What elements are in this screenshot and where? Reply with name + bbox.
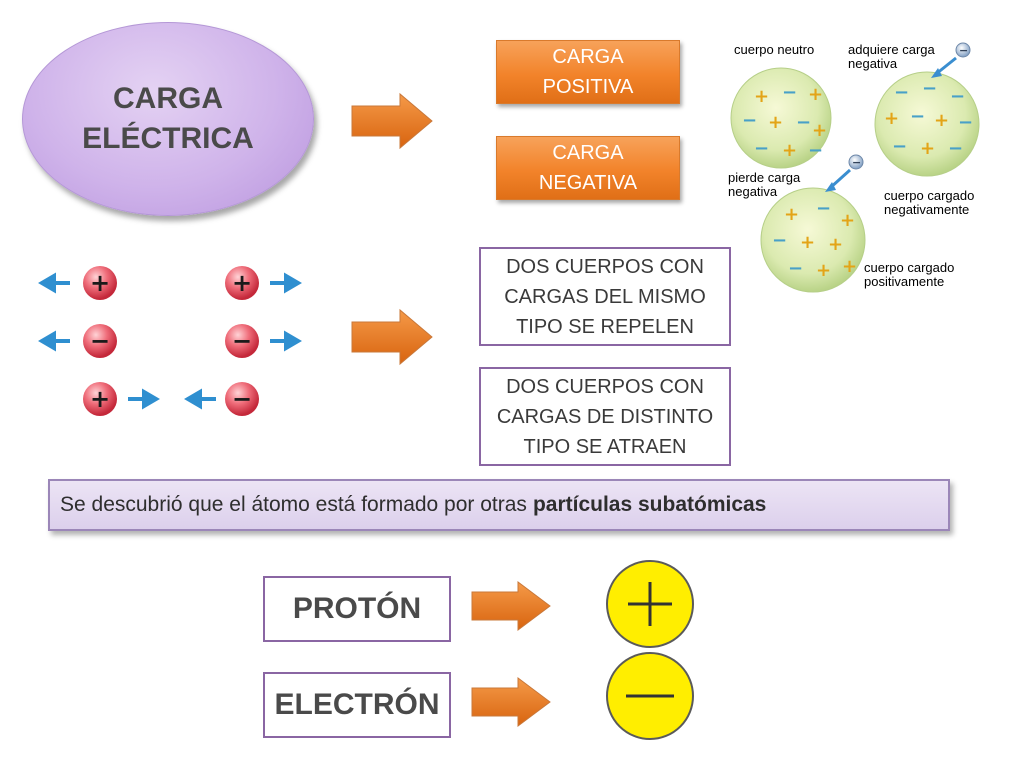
svg-text:−: − xyxy=(959,44,968,57)
banner-bold-text: partículas subatómicas xyxy=(532,493,767,516)
charge-sign: − xyxy=(90,327,110,355)
charge-sign: + xyxy=(90,385,110,413)
svg-text:−: − xyxy=(958,112,973,133)
svg-text:+: + xyxy=(784,204,799,225)
label-loses-1: pierde carga xyxy=(728,170,801,185)
svg-text:−: − xyxy=(772,230,787,251)
svg-text:−: − xyxy=(754,138,769,159)
svg-text:−: − xyxy=(808,140,823,161)
label-gains-2: negativa xyxy=(848,56,898,71)
arrow-icon xyxy=(351,308,433,366)
svg-text:−: − xyxy=(922,78,937,99)
minus-icon xyxy=(606,652,694,740)
subatomic-banner: Se descubrió que el átomo está formado p… xyxy=(48,479,950,531)
svg-text:−: − xyxy=(950,86,965,107)
svg-text:−: − xyxy=(910,106,925,127)
banner-text: Se descubrió que el átomo está formado p… xyxy=(60,493,527,516)
electron-box: ELECTRÓN xyxy=(263,672,451,738)
svg-text:+: + xyxy=(840,210,855,231)
charge-sign: − xyxy=(232,385,252,413)
positive-charge-box: CARGA POSITIVA xyxy=(496,40,680,104)
charged-bodies-diagram: + − + − + − + − + − − − − + − + − − + − … xyxy=(728,42,980,293)
attract-rule-box: DOS CUERPOS CON CARGAS DE DISTINTO TIPO … xyxy=(479,367,731,466)
svg-text:+: + xyxy=(842,256,857,277)
svg-text:+: + xyxy=(754,86,769,107)
proton-label: PROTÓN xyxy=(292,592,422,625)
svg-text:+: + xyxy=(782,140,797,161)
electron-icon xyxy=(955,42,971,58)
charge-sign: − xyxy=(232,327,252,355)
arrow-icon xyxy=(351,92,433,150)
arrow-icon xyxy=(471,581,551,631)
svg-text:−: − xyxy=(742,110,757,131)
svg-text:−: − xyxy=(892,136,907,157)
svg-text:+: + xyxy=(808,84,823,105)
arrow-icon xyxy=(471,677,551,727)
svg-text:+: + xyxy=(884,108,899,129)
charge-sign: + xyxy=(90,269,110,297)
charge-sign: + xyxy=(232,269,252,297)
ellipse-line1: CARGA xyxy=(112,82,223,115)
carga-electrica-ellipse: CARGA ELÉCTRICA xyxy=(22,22,314,216)
svg-text:+: + xyxy=(828,234,843,255)
svg-text:−: − xyxy=(796,112,811,133)
label-neutral: cuerpo neutro xyxy=(734,42,814,57)
label-pos-1: cuerpo cargado xyxy=(864,260,954,275)
svg-text:−: − xyxy=(782,82,797,103)
electron-label: ELECTRÓN xyxy=(274,688,440,721)
svg-text:−: − xyxy=(852,156,861,169)
charge-pairs-diagram: + + − − + − xyxy=(38,266,302,416)
label-pos-2: positivamente xyxy=(864,274,944,289)
ellipse-line2: ELÉCTRICA xyxy=(82,122,254,155)
svg-text:−: − xyxy=(816,198,831,219)
svg-text:−: − xyxy=(894,82,909,103)
svg-text:+: + xyxy=(768,112,783,133)
label-loses-2: negativa xyxy=(728,184,778,199)
label-neg-2: negativamente xyxy=(884,202,969,217)
label-neg-1: cuerpo cargado xyxy=(884,188,974,203)
svg-text:+: + xyxy=(920,138,935,159)
negative-charge-box: CARGA NEGATIVA xyxy=(496,136,680,200)
svg-text:+: + xyxy=(816,260,831,281)
electron-icon xyxy=(848,154,864,170)
proton-box: PROTÓN xyxy=(263,576,451,642)
svg-text:+: + xyxy=(812,120,827,141)
plus-icon xyxy=(606,560,694,648)
svg-text:−: − xyxy=(788,258,803,279)
svg-text:+: + xyxy=(800,232,815,253)
svg-text:+: + xyxy=(934,110,949,131)
label-gains-1: adquiere carga xyxy=(848,42,935,57)
repel-rule-box: DOS CUERPOS CON CARGAS DEL MISMO TIPO SE… xyxy=(479,247,731,346)
svg-text:−: − xyxy=(948,138,963,159)
